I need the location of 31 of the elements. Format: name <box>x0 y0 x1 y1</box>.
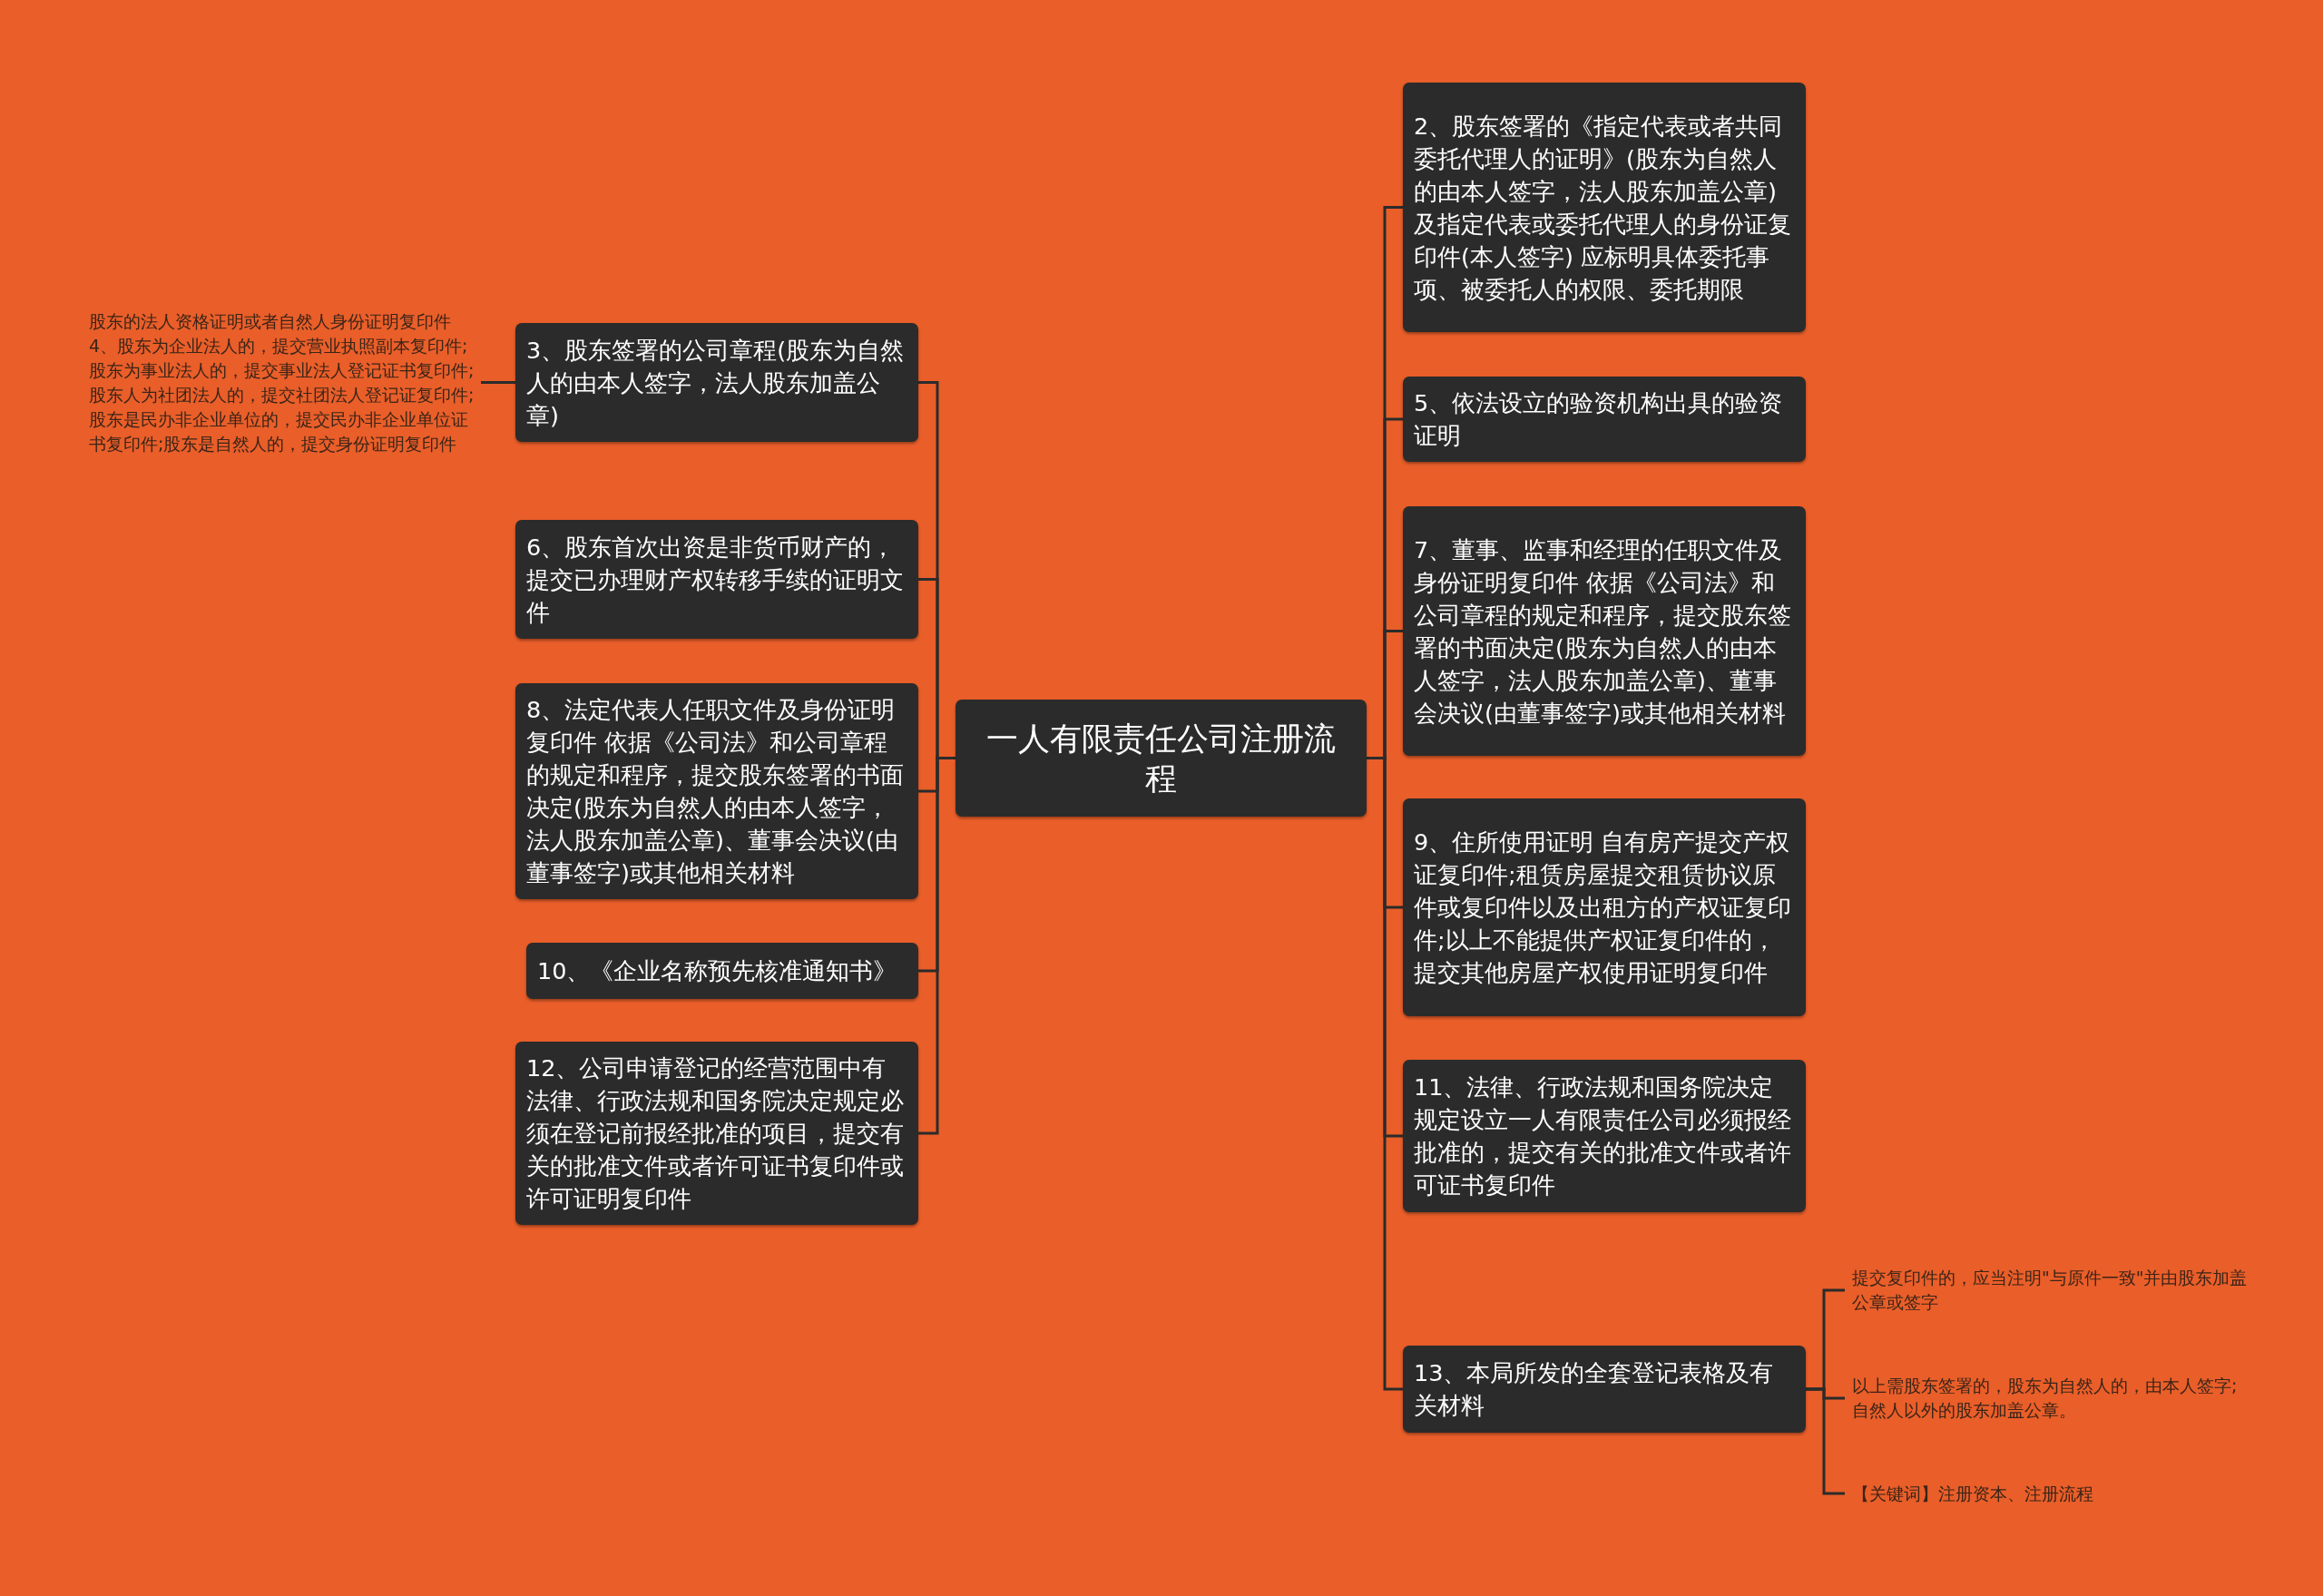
topic-text: 2、股东签署的《指定代表或者共同委托代理人的证明》(股东为自然人的由本人签字，法人股东加盖公章)及指定代表或委托代理人的身份证复印件(本人签字) 应标明具体委托事项、被委托人的权限、委托期限 <box>1414 111 1792 305</box>
topic-text: 10、《企业名称预先核准通知书》 <box>537 956 898 986</box>
topic-box <box>1403 1060 1806 1212</box>
topic-text: 6、股东首次出资是非货币财产的，提交已办理财产权转移手续的证明文件 <box>526 532 905 628</box>
connector-line <box>918 757 956 1135</box>
topic-box <box>515 1042 918 1225</box>
topic-box <box>515 323 918 442</box>
topic-box <box>515 683 918 899</box>
topic-box <box>515 520 918 639</box>
topic-box <box>1403 83 1806 332</box>
topic-box <box>1403 1346 1806 1433</box>
central-topic-box <box>956 700 1367 817</box>
topic-text: 11、法律、行政法规和国务院决定规定设立一人有限责任公司必须报经批准的，提交有关的批准文件或者许可证书复印件 <box>1414 1072 1792 1200</box>
topic-text: 8、法定代表人任职文件及身份证明复印件 依据《公司法》和公司章程的规定和程序，提交股东签署的书面决定(股东为自然人的由本人签字，法人股东加盖公章)、董事会决议(由董事签字)或其他相关材料 <box>526 695 905 888</box>
topic-box <box>1403 377 1806 462</box>
note-text: 【关键词】注册资本、注册流程 <box>1852 1482 2094 1505</box>
topic-text: 一人有限责任公司注册流程 <box>985 719 1337 798</box>
topic-box <box>1403 506 1806 756</box>
note-text: 以上需股东签署的，股东为自然人的，由本人签字;自然人以外的股东加盖公章。 <box>1852 1375 2239 1422</box>
note-text: 提交复印件的，应当注明"与原件一致"并由股东加盖公章或签字 <box>1852 1267 2249 1314</box>
topic-text: 3、股东签署的公司章程(股东为自然人的由本人签字，法人股东加盖公章) <box>526 335 906 431</box>
connector-line <box>481 381 515 384</box>
topic-text: 13、本局所发的全套登记表格及有关材料 <box>1414 1358 1775 1421</box>
topic-box <box>526 943 918 999</box>
topic-box <box>1403 798 1806 1016</box>
note-text: 股东的法人资格证明或者自然人身份证明复印件 4、股东为企业法人的，提交营业执照副本复印件;股东为事业法人的，提交事业法人登记证书复印件;股东人为社团法人的，提交社团法人登记证复印件;股东是民办非企业单位的，提交民办非企业单位证书复印件;股东是自然人的，提交身份证明复印件 <box>89 310 475 455</box>
connector-line <box>1806 1387 1845 1495</box>
topic-text: 5、依法设立的验资机构出具的验资证明 <box>1414 388 1784 451</box>
topic-text: 7、董事、监事和经理的任职文件及身份证明复印件 依据《公司法》和公司章程的规定和程序，提交股东签署的书面决定(股东为自然人的由本人签字，法人股东加盖公章)、董事会决议(由董事签字)或其他相关材料 <box>1414 534 1792 729</box>
topic-text: 9、住所使用证明 自有房产提交产权证复印件;租赁房屋提交租赁协议原件或复印件以及出租方的产权证复印件;以上不能提供产权证复印件的，提交其他房屋产权使用证明复印件 <box>1414 827 1792 988</box>
topic-text: 12、公司申请登记的经营范围中有法律、行政法规和国务院决定规定必须在登记前报经批准的项目，提交有关的批准文件或者许可证书复印件或许可证明复印件 <box>526 1053 905 1214</box>
